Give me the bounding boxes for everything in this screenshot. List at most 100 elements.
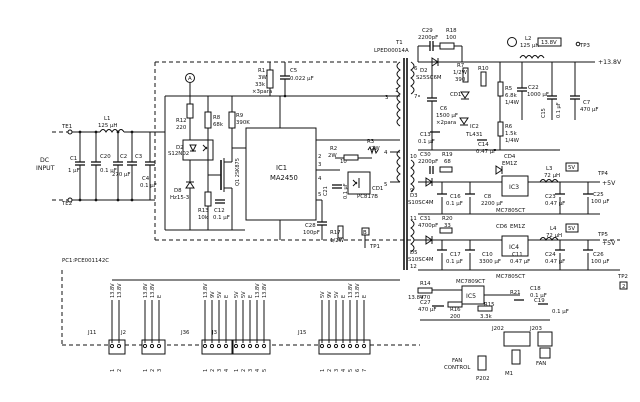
r7-value: 1/2W <box>453 70 468 76</box>
l1-label: L1 <box>104 116 110 122</box>
ic1-pin-2: 2 <box>318 154 321 160</box>
connector-pin-number: 2 <box>327 369 333 372</box>
l2-value: 125 µH <box>520 43 540 49</box>
connector-pin <box>233 343 239 349</box>
l4-inductor <box>539 237 559 241</box>
r14-ohm: 470 <box>420 295 431 301</box>
j202-connector[interactable] <box>503 331 531 347</box>
c30-value: 2200pF <box>418 159 438 165</box>
probe-c-marker <box>507 37 517 47</box>
q1-mosfet <box>208 148 233 230</box>
c29-label: C29 <box>422 28 433 34</box>
j203-connector[interactable] <box>537 331 553 347</box>
r7-resistor <box>462 67 469 83</box>
c31-value: 4700pF <box>418 223 438 229</box>
d8-value: Hz15-3 <box>170 195 189 201</box>
connector-j36-label: J36 <box>180 330 190 336</box>
l1-value: 125 µH <box>98 123 118 129</box>
j202-label: J202 <box>491 326 504 332</box>
r14-label: R14 <box>420 281 431 287</box>
input-section: DC INPUT TE1 TE2 L1 125 µH C1 1 µF C2 <box>36 116 157 264</box>
ic2-part: TL431 <box>465 132 483 138</box>
d2b-label: D2 <box>420 68 428 74</box>
c10-value: 3300 µF <box>479 259 501 265</box>
connector-pin-number: 5 <box>348 369 354 372</box>
r7-value-2: 390 <box>455 77 466 83</box>
t1-pin-5: 5 <box>384 182 387 188</box>
t1-pin-9: 9 <box>410 188 414 194</box>
r16-label: R16 <box>450 307 461 313</box>
connector-pin-number: 7 <box>362 369 368 372</box>
connector-j11[interactable] <box>108 339 126 355</box>
connector-pin-number: 4 <box>341 369 347 372</box>
connector-pin-signal: 13.8V <box>348 283 354 298</box>
output-13v8-tag-label: 13.8V <box>541 40 557 46</box>
connector-pin-number: 2 <box>117 369 123 372</box>
connector-pin <box>240 343 246 349</box>
connector-pin-signal: 9V <box>210 291 216 298</box>
r1-value: 3W <box>258 75 267 81</box>
d3-rectifier <box>425 177 433 187</box>
c19-value: 0.1 µF <box>552 309 569 315</box>
output-5v-value: +5V <box>602 180 616 187</box>
connector-pin <box>109 343 115 349</box>
r16-resistor <box>447 301 463 308</box>
connector-pin-signal: E <box>157 295 163 298</box>
c29-value: 2200pF <box>418 35 438 41</box>
l4-label: L4 <box>550 226 557 232</box>
c13-label: C13 <box>420 132 431 138</box>
cd1b-label: CD1 <box>450 92 461 98</box>
connector-j15-label: J15 <box>297 330 306 336</box>
ic1-pin-4: 4 <box>318 176 322 182</box>
c3-capacitor <box>127 132 137 200</box>
connector-pin <box>209 343 215 349</box>
connector-pin <box>319 343 325 349</box>
c12-value: 0.1 µF <box>213 215 230 221</box>
ic2-label: IC2 <box>470 124 479 130</box>
output-5v-tag <box>565 162 579 172</box>
l3-inductor <box>539 179 559 183</box>
connector-pin <box>202 343 208 349</box>
c4-label: C4 <box>142 176 150 182</box>
connector-pin-number: 4 <box>255 369 261 372</box>
t1-label: T1 <box>395 40 403 46</box>
connector-pin-number: 3 <box>248 369 254 372</box>
c2-label: C2 <box>120 154 127 160</box>
c18-value: 0.1 µF <box>530 293 547 299</box>
ic1-pin-5: 5 <box>318 192 321 198</box>
connector-pin <box>261 343 267 349</box>
c28-label: C28 <box>305 223 316 229</box>
fan-plug <box>539 347 551 359</box>
c14-value: 0.47 µF <box>476 149 496 155</box>
c4-value: 0.1 µF <box>140 183 157 189</box>
connector-pin-signal: 5V <box>320 291 326 298</box>
dc-input-label-2: INPUT <box>36 165 55 172</box>
p202-connector[interactable] <box>477 355 487 371</box>
t1-pin-10: 10 <box>410 154 417 160</box>
t1-pin-1: 1 <box>395 88 398 94</box>
primary-section: A R12 220 D2 S12N02 D8 Hz15-3 R8 68k <box>164 62 390 250</box>
connector-j36[interactable] <box>201 339 233 355</box>
te2-label: TE2 <box>61 201 72 207</box>
c26-label: C26 <box>593 252 604 258</box>
output-5v2-section: C31 4700pF R20 33 D5 S10SC4M C17 0.1 µF … <box>408 216 628 290</box>
r8-label: R8 <box>213 115 221 121</box>
pc-board-label: PC1:PCE001142C <box>62 258 109 264</box>
r18-resistor <box>439 42 455 50</box>
fan-control-section: R14 13.8V 470 IC5 MC7809CT C27 470 µF R1… <box>408 279 569 382</box>
r15-label: R15 <box>484 302 495 308</box>
tp5-label: TP5 <box>597 232 608 238</box>
r9-value: 390K <box>236 120 250 126</box>
r6-resistor <box>497 121 504 137</box>
r2-resistor <box>343 154 359 161</box>
c6-value-2: ×2para <box>436 120 456 126</box>
ic3-regulator <box>501 175 529 197</box>
r5-value: 6.8k <box>505 93 518 99</box>
ic4-label: IC4 <box>509 244 519 251</box>
probe-b-label: B <box>363 230 367 236</box>
c1-value: 1 µF <box>68 168 80 174</box>
connector-pin-signal: 13.8V <box>110 283 116 298</box>
connector-pin-signal: 5V <box>234 291 240 298</box>
r12-value: 220 <box>176 125 187 131</box>
